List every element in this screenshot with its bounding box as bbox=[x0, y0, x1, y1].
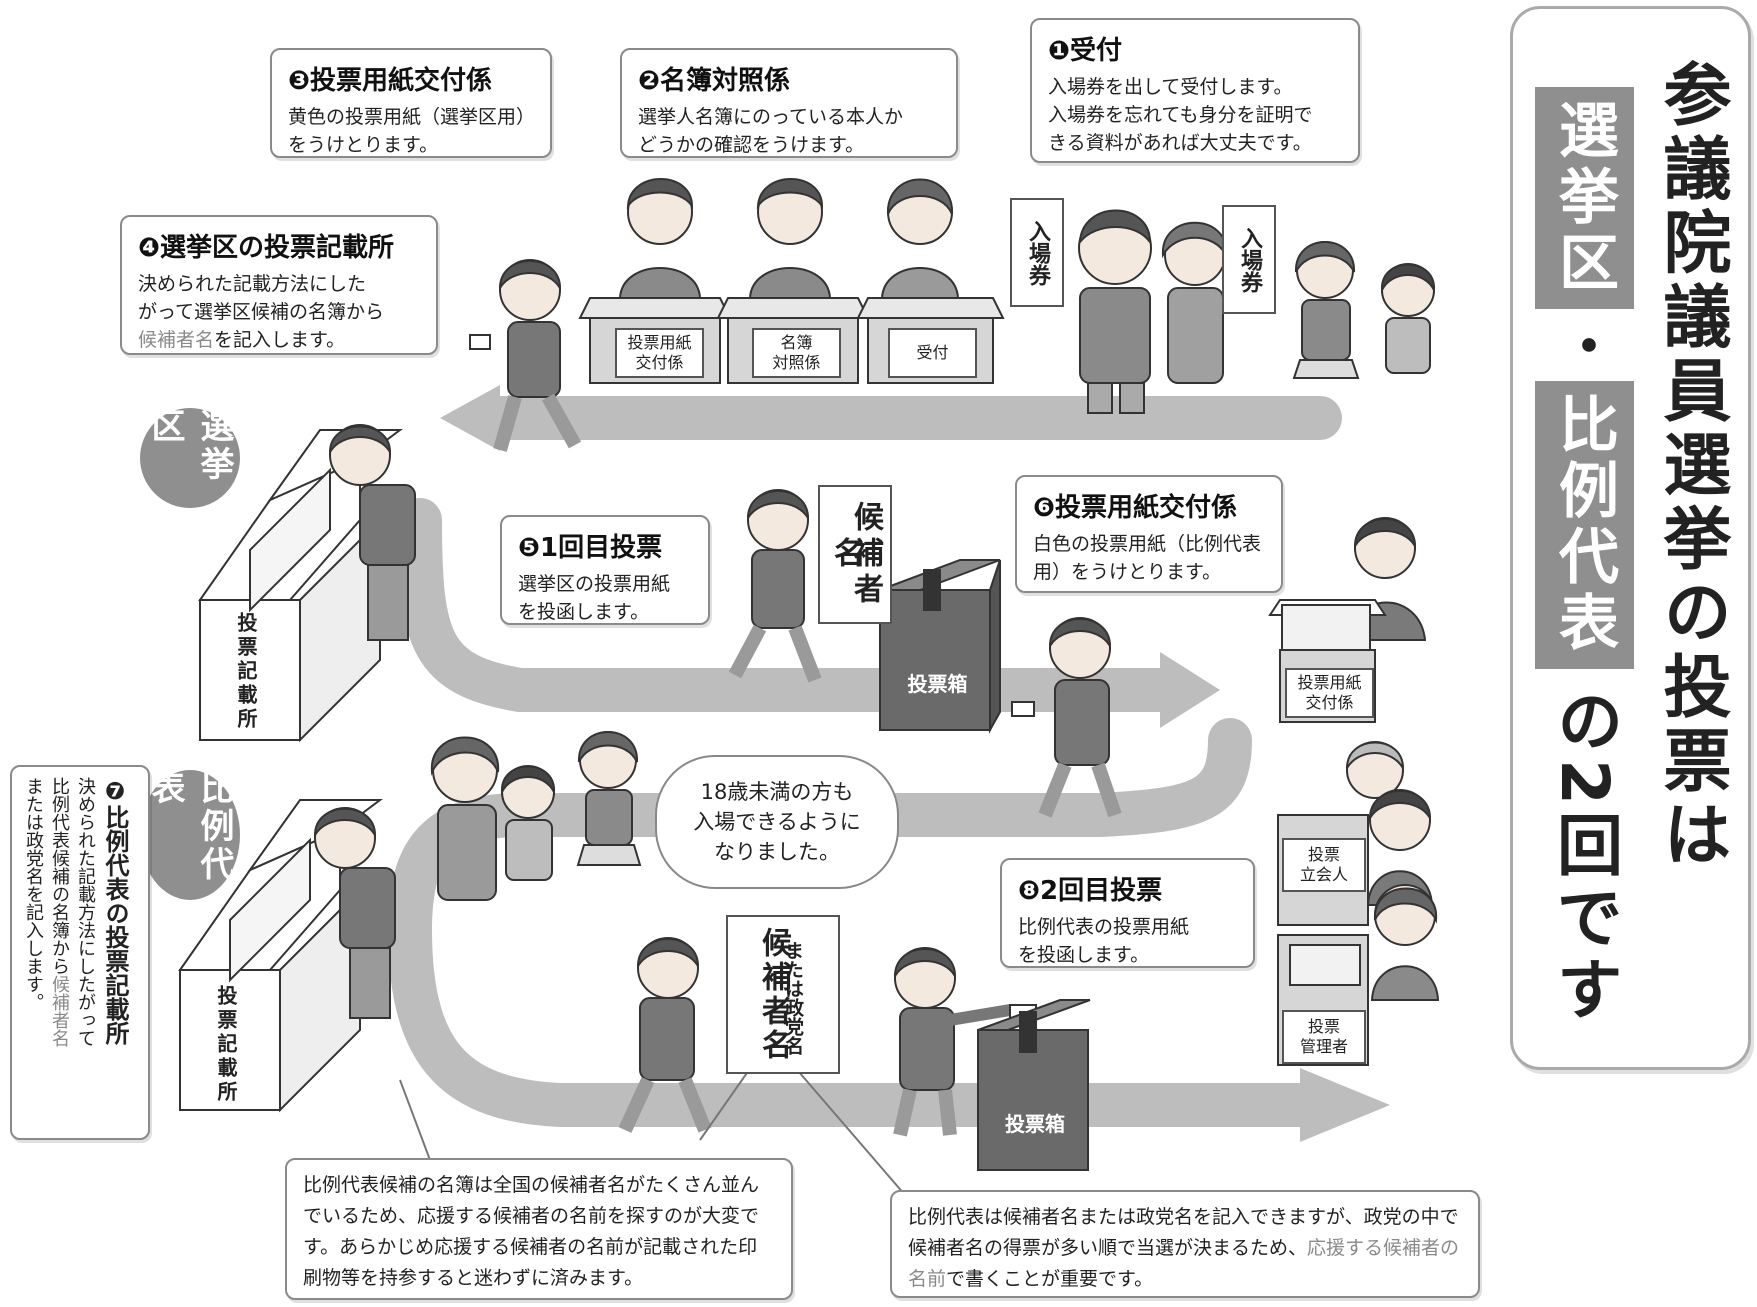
voter-casting bbox=[893, 947, 1037, 1137]
step7-title: ❼比例代表の投票記載所 bbox=[101, 777, 129, 1045]
voter-walking-1 bbox=[469, 259, 582, 452]
title-line-2: の2回です bbox=[1546, 687, 1623, 1027]
step5-bubble: ❺1回目投票 選挙区の投票用紙 を投函します。 bbox=[500, 515, 710, 625]
note-box-1: 比例代表候補の名簿は全国の候補者名がたくさん並んでいるため、応援する候補者の名前… bbox=[285, 1158, 793, 1300]
desk-label-ballot-issue-2: 投票用紙 交付係 bbox=[1285, 668, 1374, 718]
voter-walking-3 bbox=[1011, 617, 1122, 818]
desk-label-roll-check: 名簿 対照係 bbox=[752, 328, 841, 378]
arrow-head-1 bbox=[440, 385, 500, 451]
step8-bubble: ❽2回目投票 比例代表の投票用紙 を投函します。 bbox=[1000, 858, 1255, 968]
step1-bubble: ❶受付 入場券を出して受付します。 入場券を忘れても身分を証明で きる資料があれ… bbox=[1030, 18, 1360, 163]
desk-label-ballot-issue: 投票用紙 交付係 bbox=[615, 328, 704, 378]
step2-line-2: どうかの確認をうけます。 bbox=[638, 134, 865, 156]
step8-line-1: 比例代表の投票用紙 bbox=[1018, 916, 1190, 938]
sign-line-b: または政党名 bbox=[782, 940, 804, 1055]
voter-at-booth-2 bbox=[313, 807, 396, 1019]
step3-title: ❸投票用紙交付係 bbox=[288, 66, 493, 96]
step7-tail: または政党名を記入します。 bbox=[23, 777, 44, 1011]
title-dot: ・ bbox=[1551, 317, 1617, 373]
ticket-sign-left: 入場券 bbox=[1010, 198, 1064, 307]
desk-label-witness: 投票 立会人 bbox=[1282, 838, 1366, 892]
step5-title: ❺1回目投票 bbox=[518, 533, 663, 563]
step4-highlight: 候補者名 bbox=[138, 329, 215, 351]
step3-line-2: をうけとります。 bbox=[288, 134, 439, 156]
step6-title: ❻投票用紙交付係 bbox=[1033, 493, 1238, 523]
step1-line-1: 入場券を出して受付します。 bbox=[1048, 76, 1293, 98]
ballot-box-label-1: 投票箱 bbox=[907, 672, 968, 696]
step4-line-1: 決められた記載方法にした bbox=[138, 273, 367, 295]
step3-line-1: 黄色の投票用紙（選挙区用） bbox=[288, 106, 536, 128]
note-cloud: 18歳未満の方も 入場できるように なりました。 bbox=[655, 755, 899, 889]
desk-staff bbox=[618, 178, 960, 299]
flow-path-2 bbox=[398, 498, 1182, 712]
step1-line-2: 入場券を忘れても身分を証明で bbox=[1048, 104, 1313, 126]
step7-line-1: 決められた記載方法にしたがって bbox=[75, 777, 96, 1047]
note2-highlight: 応援する候補者の名前 bbox=[908, 1237, 1460, 1290]
step1-line-3: きる資料があれば大丈夫です。 bbox=[1048, 132, 1312, 154]
step4-bubble: ❹選挙区の投票記載所 決められた記載方法にした がって選挙区候補の名簿から 候補… bbox=[120, 215, 438, 355]
booth-label-1: 投票記載所 bbox=[234, 612, 258, 732]
voter-at-booth-1 bbox=[328, 424, 416, 641]
ballot-box-1 bbox=[879, 559, 1001, 734]
arrow-head-3 bbox=[1300, 1068, 1390, 1142]
family-group bbox=[1078, 209, 1436, 414]
step2-bubble: ❷名簿対照係 選挙人名簿にのっている本人か どうかの確認をうけます。 bbox=[620, 48, 958, 158]
step2-title: ❷名簿対照係 bbox=[638, 66, 791, 96]
title-tag-district: 選挙区 bbox=[1534, 87, 1634, 309]
step7-bubble: ❼比例代表の投票記載所 決められた記載方法にしたがって 比例代表候補の名簿から候… bbox=[10, 765, 150, 1140]
title-tags: 選挙区 ・ 比例代表 の2回です bbox=[1534, 87, 1634, 1027]
candidate-or-party-sign: 候補者名 または政党名 bbox=[726, 915, 840, 1074]
title-panel: 参議院議員選挙の投票は 選挙区 ・ 比例代表 の2回です bbox=[1510, 6, 1751, 1070]
note-box-2: 比例代表は候補者名または政党名を記入できますが、政党の中で候補者名の得票が多い順… bbox=[890, 1190, 1480, 1298]
step5-line-2: を投函します。 bbox=[518, 601, 650, 623]
step1-title: ❶受付 bbox=[1048, 36, 1123, 66]
ballot-box-label-2: 投票箱 bbox=[1005, 1112, 1065, 1136]
booth-set-2 bbox=[178, 799, 383, 1113]
step4-tail: を記入します。 bbox=[214, 329, 346, 351]
step4-title: ❹選挙区の投票記載所 bbox=[138, 233, 395, 263]
desk-label-manager: 投票 管理者 bbox=[1282, 1010, 1366, 1064]
step6-line-2: 用）をうけとります。 bbox=[1033, 561, 1222, 583]
step3-bubble: ❸投票用紙交付係 黄色の投票用紙（選挙区用） をうけとります。 bbox=[270, 48, 552, 158]
flow-path-3 bbox=[387, 718, 1322, 1127]
step4-line-3: 候補者名を記入します。 bbox=[138, 326, 420, 354]
desk-label-reception: 受付 bbox=[888, 328, 977, 378]
round-tag-proportional: 比例代表 bbox=[140, 770, 240, 900]
voter-walking-4 bbox=[618, 937, 712, 1133]
step6-line-1: 白色の投票用紙（比例代表 bbox=[1033, 533, 1262, 555]
step7-highlight: 候補者名 bbox=[49, 975, 70, 1047]
step5-line-1: 選挙区の投票用紙 bbox=[518, 573, 671, 595]
step8-line-2: を投函します。 bbox=[1018, 944, 1150, 966]
step8-title: ❽2回目投票 bbox=[1018, 876, 1163, 906]
sign-line-a: 候補者名 bbox=[756, 926, 791, 1063]
voter-walking-2 bbox=[728, 489, 822, 683]
ballot-box-2 bbox=[977, 999, 1091, 1171]
arrow-head-2 bbox=[1160, 652, 1220, 728]
step4-line-2: がって選挙区候補の名簿から bbox=[138, 301, 385, 323]
step7-vertical-block: ❼比例代表の投票記載所 決められた記載方法にしたがって 比例代表候補の名簿から候… bbox=[20, 777, 133, 1128]
title-line-1: 参議院議員選挙の投票は bbox=[1651, 59, 1730, 873]
ticket-sign-right: 入場券 bbox=[1222, 205, 1276, 314]
note2-text-b: で書くことが重要です。 bbox=[946, 1268, 1154, 1290]
booth-label-2: 投票記載所 bbox=[214, 985, 238, 1105]
step6-bubble: ❻投票用紙交付係 白色の投票用紙（比例代表 用）をうけとります。 bbox=[1015, 475, 1283, 593]
step7-line-2a: 比例代表候補の名簿から bbox=[49, 777, 70, 975]
family-group-2 bbox=[430, 731, 642, 901]
step7-line-2: 比例代表候補の名簿から候補者名 bbox=[46, 777, 72, 1128]
round-tag-district: 選挙区 bbox=[140, 408, 240, 508]
title-tag-proportional: 比例代表 bbox=[1534, 381, 1634, 669]
step2-line-1: 選挙人名簿にのっている本人か bbox=[638, 106, 904, 128]
candidate-name-sign: 候補者名 bbox=[818, 485, 892, 624]
note2-text-a: 比例代表は候補者名または政党名を記入できますが、政党の中で候補者名の得票が多い順… bbox=[908, 1206, 1459, 1259]
